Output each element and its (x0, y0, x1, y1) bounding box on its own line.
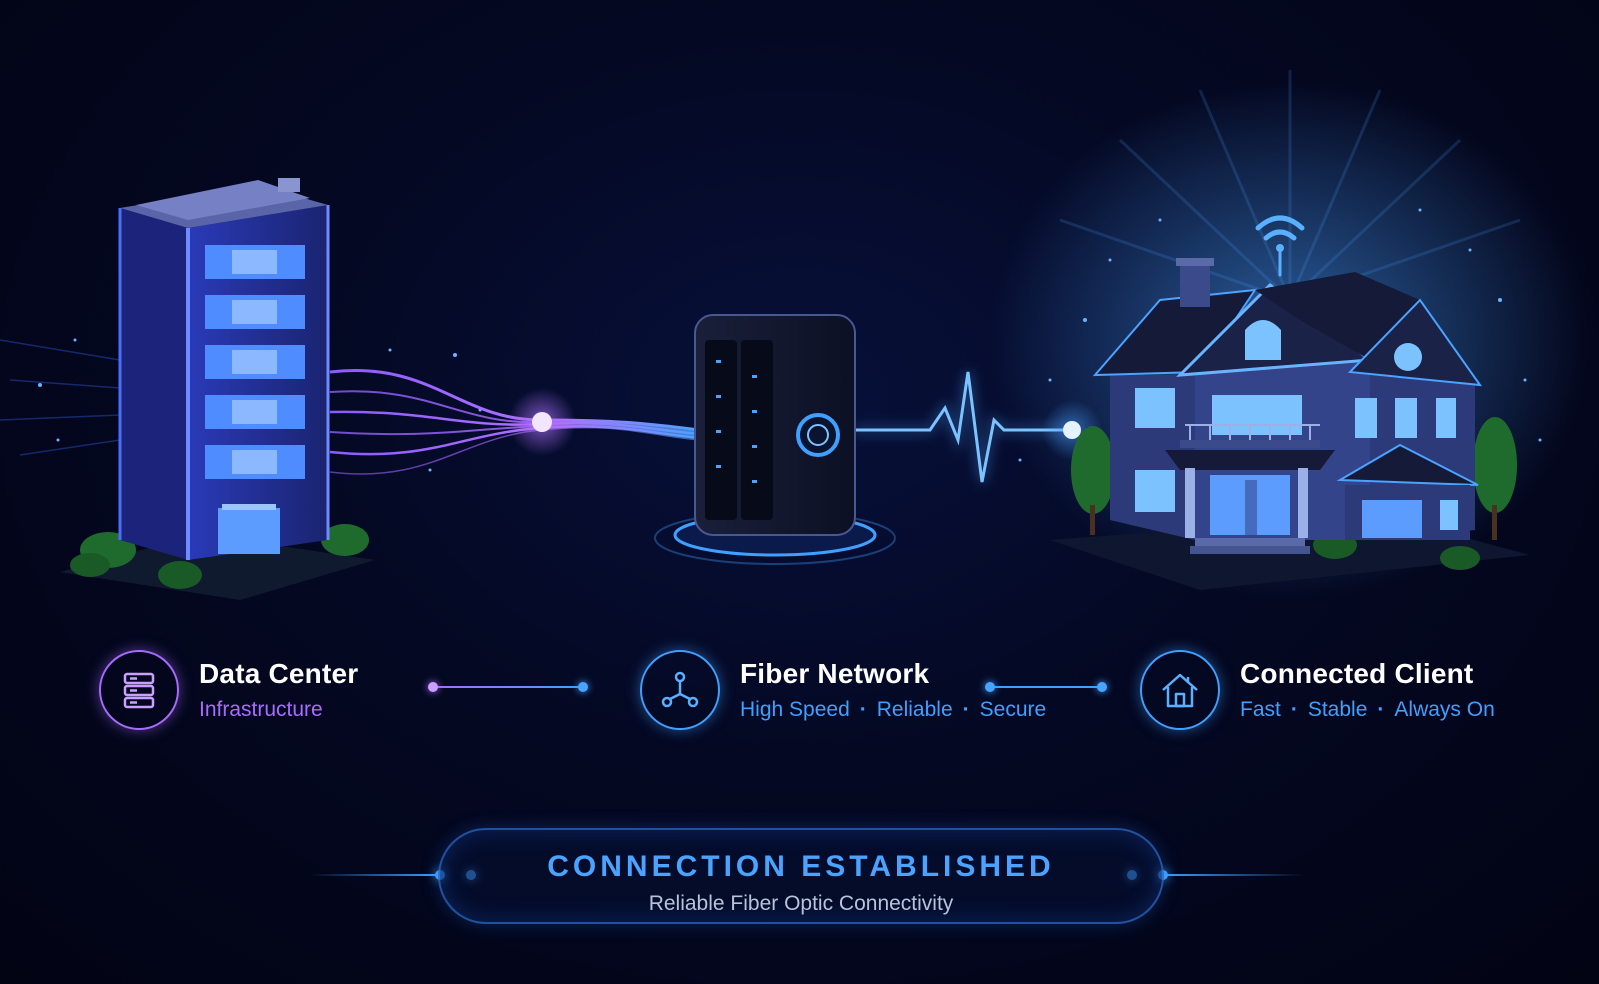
banner-title: CONNECTION ESTABLISHED (547, 850, 1055, 883)
sparkles (38, 208, 1542, 472)
network-nodes-icon (640, 650, 720, 730)
network-illustration (0, 70, 1590, 600)
node-subtitle-item: Fast (1240, 698, 1281, 721)
node-subtitle-item: High Speed (740, 698, 850, 721)
connected-house (1050, 258, 1530, 590)
connector-right (985, 681, 1107, 693)
node-subtitle-item: Stable (1307, 698, 1368, 721)
connector-left (428, 681, 588, 693)
separator-dot: · (962, 698, 970, 721)
node-title: Fiber Network (740, 658, 930, 689)
node-subtitle-item: Infrastructure (199, 698, 323, 721)
node-subtitle: High Speed · Reliable · Secure (740, 698, 1046, 722)
node-subtitle: Fast · Stable · Always On (1240, 698, 1495, 722)
banner-rule-right (1164, 874, 1304, 876)
banner-subtitle: Reliable Fiber Optic Connectivity (648, 892, 954, 915)
node-title: Data Center (199, 658, 359, 689)
house-icon (1140, 650, 1220, 730)
node-subtitle-item: Secure (979, 698, 1047, 721)
data-center-building (60, 178, 375, 600)
wifi-icon (1255, 215, 1305, 277)
node-subtitle-item: Always On (1394, 698, 1495, 721)
server-stack-icon (99, 650, 179, 730)
node-data-center: Data Center Infrastructure (99, 650, 358, 730)
separator-dot: · (1290, 698, 1298, 721)
signal-node-purple (508, 388, 576, 456)
separator-dot: · (1377, 698, 1385, 721)
speed-streaks (0, 339, 121, 456)
banner-rule-left (310, 874, 438, 876)
connection-status-banner: CONNECTION ESTABLISHED Reliable Fiber Op… (438, 828, 1164, 924)
node-connected-client: Connected Client Fast · Stable · Always On (1140, 650, 1495, 730)
node-subtitle: Infrastructure (199, 698, 358, 722)
separator-dot: · (859, 698, 867, 721)
node-title: Connected Client (1240, 658, 1474, 689)
fiber-server-unit (654, 314, 896, 565)
node-fiber-network: Fiber Network High Speed · Reliable · Secure (640, 650, 1046, 730)
node-subtitle-item: Reliable (876, 698, 953, 721)
